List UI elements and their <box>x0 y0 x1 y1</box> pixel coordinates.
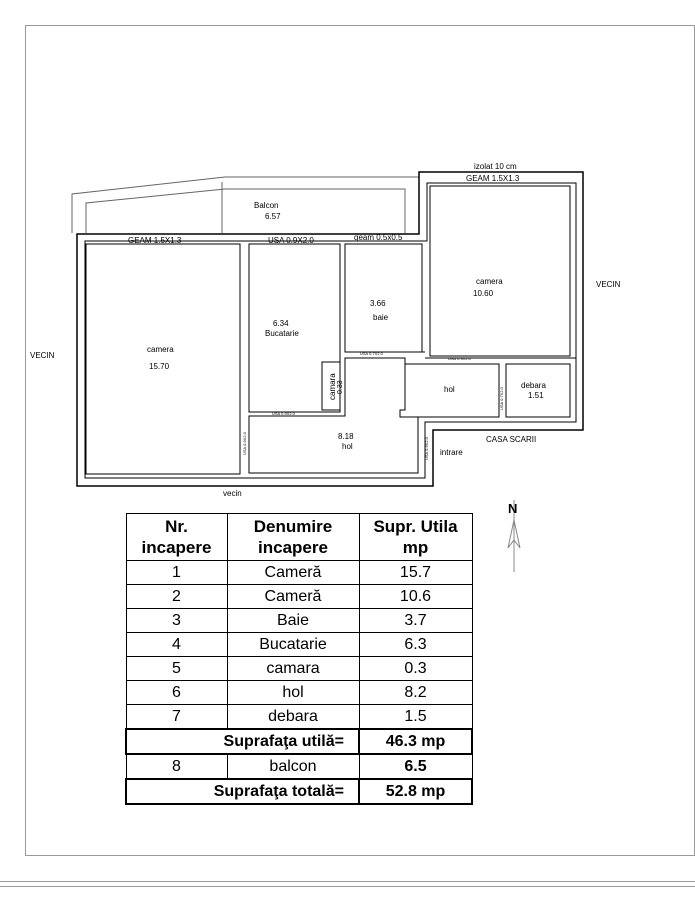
label-kitchen-area: 6.34 <box>273 319 289 328</box>
useful-area-row: Suprafaţa utilă= 46.3 mp <box>125 728 473 755</box>
label-camara-name: camara <box>328 373 337 400</box>
balcony-outline <box>71 176 420 233</box>
cell-nr: 4 <box>125 632 228 657</box>
useful-area-value: 46.3 mp <box>358 728 473 755</box>
cell-nr: 7 <box>125 704 228 730</box>
table-row: 5 camara 0.3 <box>125 656 473 681</box>
cell-nr: 5 <box>125 656 228 681</box>
label-balcon-name: Balcon <box>254 201 278 210</box>
total-area-row: Suprafaţa totală= 52.8 mp <box>125 778 473 805</box>
cell-name: Cameră <box>226 584 360 609</box>
header-nr: Nr.incapere <box>125 513 228 561</box>
cell-name: Bucatarie <box>226 632 360 657</box>
cell-name: hol <box>226 680 360 705</box>
cell-name: Baie <box>226 608 360 633</box>
label-vecin-bottom: vecin <box>223 489 242 498</box>
total-area-label: Suprafaţa totală= <box>125 778 360 805</box>
label-camara-area: 0.33 <box>337 380 344 394</box>
cell-nr: 3 <box>125 608 228 633</box>
label-bath-area: 3.66 <box>370 299 386 308</box>
inner-wall-line <box>84 182 577 479</box>
cell-area: 10.6 <box>358 584 473 609</box>
door-mark: USA 0.9X2.0 <box>448 356 472 361</box>
cell-name: debara <box>226 704 360 730</box>
cell-name: balcon <box>226 753 360 780</box>
north-label: N <box>508 501 517 516</box>
room-debara <box>505 363 571 418</box>
total-area-value: 52.8 mp <box>358 778 473 805</box>
table-row: 2 Cameră 10.6 <box>125 584 473 609</box>
label-bath-name: baie <box>373 313 389 322</box>
room-kitchen <box>248 243 341 413</box>
label-balcon-area: 6.57 <box>265 212 281 221</box>
label-kitchen-name: Bucatarie <box>265 329 299 338</box>
table-row: 4 Bucatarie 6.3 <box>125 632 473 657</box>
label-geam-top: GEAM 1.5X1.3 <box>466 174 520 183</box>
table-row-balcony: 8 balcon 6.5 <box>125 753 473 780</box>
label-usa-kitchen: USA 0.9X2.0 <box>268 236 314 245</box>
label-camera-right-name: camera <box>476 277 503 286</box>
cell-area: 3.7 <box>358 608 473 633</box>
cell-area: 0.3 <box>358 656 473 681</box>
label-intrare: intrare <box>440 448 463 457</box>
room-camara <box>321 361 341 411</box>
door-mark: USA 0.7X2.0 <box>360 351 384 356</box>
label-debara-name: debara <box>521 381 546 390</box>
label-geam-bath: geam 0.5x0.5 <box>354 233 403 242</box>
label-geam-left: GEAM 1.5X1.3 <box>128 236 182 245</box>
cell-nr: 2 <box>125 584 228 609</box>
cell-nr: 1 <box>125 560 228 585</box>
cell-name: camara <box>226 656 360 681</box>
table-row: 1 Cameră 15.7 <box>125 560 473 585</box>
label-hol-area: 8.18 <box>338 432 354 441</box>
cell-area: 1.5 <box>358 704 473 730</box>
label-vecin-right: VECIN <box>596 280 621 289</box>
label-vecin-left: VECIN <box>30 351 55 360</box>
door-mark: USA 0.7X2.0 <box>499 386 504 410</box>
room-camera-left <box>85 243 241 475</box>
label-camera-right-area: 10.60 <box>473 289 494 298</box>
table-row: 3 Baie 3.7 <box>125 608 473 633</box>
cell-area: 6.5 <box>358 753 473 780</box>
label-casa-scarii: CASA SCARII <box>486 435 536 444</box>
door-mark: USA 0.9X2.0 <box>242 431 247 455</box>
cell-nr: 8 <box>125 753 228 780</box>
label-hol-right: hol <box>444 385 455 394</box>
label-camera-left-area: 15.70 <box>149 362 170 371</box>
label-hol-name: hol <box>342 442 353 451</box>
label-camera-left-name: camera <box>147 345 174 354</box>
page-rule <box>0 886 695 887</box>
table-row: 6 hol 8.2 <box>125 680 473 705</box>
room-hol-right <box>405 363 500 418</box>
label-debara-area: 1.51 <box>528 391 544 400</box>
cell-area: 6.3 <box>358 632 473 657</box>
door-mark: USA 0.9X2.0 <box>424 436 429 460</box>
outer-wall <box>76 171 584 487</box>
useful-area-label: Suprafaţa utilă= <box>125 728 360 755</box>
cell-nr: 6 <box>125 680 228 705</box>
door-mark: USA 0.9X2.0 <box>272 411 296 416</box>
cell-area: 15.7 <box>358 560 473 585</box>
balcony-inner-outline <box>85 188 406 233</box>
room-camera-right <box>429 185 571 357</box>
room-hol <box>248 357 419 474</box>
north-arrow-icon: N <box>507 500 521 572</box>
cell-area: 8.2 <box>358 680 473 705</box>
page-rule <box>0 881 695 882</box>
label-izolat: izolat 10 cm <box>474 162 517 171</box>
cell-name: Cameră <box>226 560 360 585</box>
table-row: 7 debara 1.5 <box>125 704 473 730</box>
room-bath <box>344 243 423 353</box>
